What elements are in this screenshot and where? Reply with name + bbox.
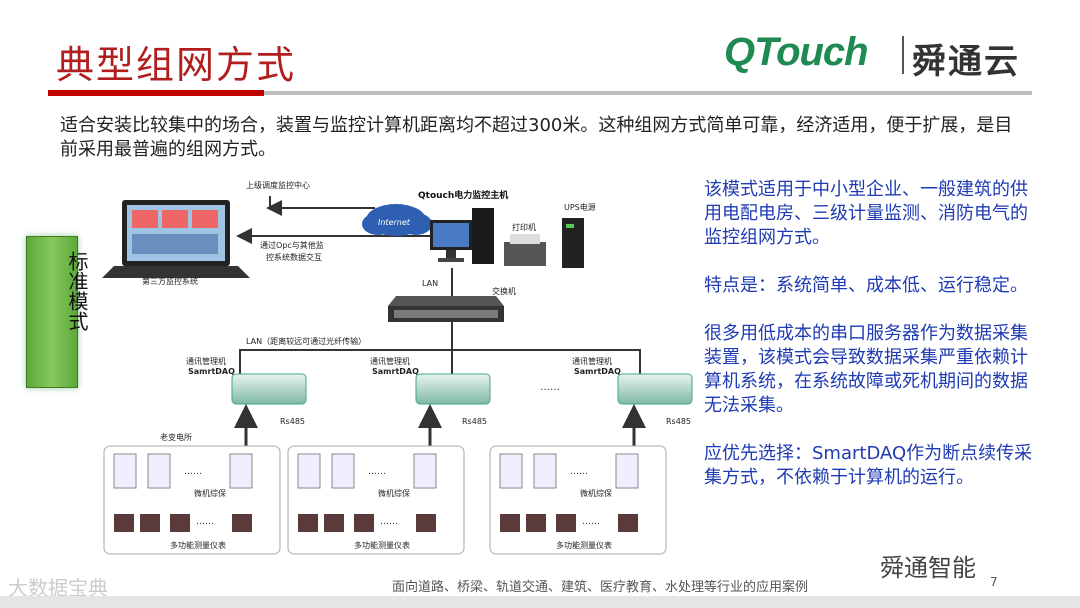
internet-cloud-icon [362,204,432,236]
ellipsis-text: …… [184,467,202,477]
comm-manager-2: 通讯管理机 SamrtDAQ [370,356,491,405]
meter-device-icon [354,514,374,532]
comm-manager-label: 通讯管理机 [572,356,612,366]
network-diagram: 第三方监控系统 上级调度监控中心 通过Opc与其他监 控系统数据交互 Inter… [102,180,693,555]
brand-logo: QTouch 舜通云 [724,30,1044,82]
rs485-label: Rs485 [666,417,691,426]
meter-device-icon [324,514,344,532]
substation-label: 老变电所 [160,432,192,442]
substation-group-3: …… 微机综保 …… 多功能测量仪表 [489,445,667,555]
meter-device-icon [416,514,436,532]
relay-label: 微机综保 [378,488,410,498]
ellipsis-text: …… [380,517,398,527]
logo-brand-en: QTouch [724,30,869,74]
meter-device-icon [114,514,134,532]
meter-device-icon [556,514,576,532]
opc-label-1: 通过Opc与其他监 [260,240,324,250]
ellipsis-text: …… [540,382,560,393]
description-paragraph-3: 很多用低成本的串口服务器作为数据采集装置，该模式会导致数据采集严重依赖计算机系统… [704,323,1028,416]
comm-manager-model: SamrtDAQ [188,367,235,376]
description-paragraph-2: 特点是：系统简单、成本低、运行稳定。 [704,275,1028,296]
monitoring-host-icon [430,208,494,264]
meter-device-icon [500,514,520,532]
ellipsis-text: …… [196,517,214,527]
lan-fiber-label: LAN（距离较远可通过光纤传输） [246,336,366,346]
description-paragraph-4: 应优先选择：SmartDAQ作为断点续传采集方式，不依赖于计算机的运行。 [704,443,1033,488]
substation-group-2: …… 微机综保 …… 多功能测量仪表 [287,445,465,555]
comm-manager-model: SamrtDAQ [372,367,419,376]
relay-device-icon [297,453,321,489]
intro-text: 适合安装比较集中的场合，装置与监控计算机距离均不超过300米。这种组网方式简单可… [60,115,1013,160]
opc-label-2: 控系统数据交互 [266,252,322,262]
logo-brand-cn: 舜通云 [912,42,1020,82]
meter-device-icon [232,514,252,532]
smartdaq-device-icon [415,373,491,405]
ellipsis-text: …… [582,517,600,527]
meter-label: 多功能测量仪表 [170,540,226,550]
relay-device-icon [533,453,557,489]
lan-top-label: LAN [422,279,438,288]
internet-label: Internet [378,218,411,227]
relay-device-icon [147,453,171,489]
comm-manager-label: 通讯管理机 [370,356,410,366]
comm-manager-label: 通讯管理机 [186,356,226,366]
smartdaq-device-icon [617,373,693,405]
logo-divider [902,36,904,74]
meter-device-icon [526,514,546,532]
rs485-label: Rs485 [462,417,487,426]
network-switch-icon [388,296,504,322]
substation-group-1: …… 微机综保 …… 多功能测量仪表 [103,445,281,555]
meter-device-icon [170,514,190,532]
title-underline [264,91,1032,95]
title-underline-accent [48,90,264,96]
meter-device-icon [618,514,638,532]
bottom-bar [0,596,1080,608]
relay-device-icon [413,453,437,489]
ellipsis-text: …… [368,467,386,477]
mode-tag-label: 标准模式 [65,251,89,331]
relay-label: 微机综保 [580,488,612,498]
rs485-label: Rs485 [280,417,305,426]
slide-title: 典型组网方式 [56,43,297,87]
main-host-label: Qtouch电力监控主机 [418,189,508,201]
ellipsis-text: …… [570,467,588,477]
meter-label: 多功能测量仪表 [556,540,612,550]
relay-label: 微机综保 [194,488,226,498]
relay-device-icon [499,453,523,489]
upper-center-label: 上级调度监控中心 [246,180,310,190]
switch-label: 交换机 [492,286,516,296]
comm-manager-1: 通讯管理机 SamrtDAQ [186,356,307,405]
meter-device-icon [298,514,318,532]
comm-manager-3: 通讯管理机 SamrtDAQ [572,356,693,405]
meter-device-icon [140,514,160,532]
third-party-label: 第三方监控系统 [142,276,198,286]
description-panel: 该模式适用于中小型企业、一般建筑的供用电配电房、三级计量监测、消防电气的监控组网… [704,178,1044,514]
relay-device-icon [331,453,355,489]
description-paragraph-1: 该模式适用于中小型企业、一般建筑的供用电配电房、三级计量监测、消防电气的监控组网… [704,179,1028,248]
relay-device-icon [113,453,137,489]
mode-tag: 标准模式 [26,236,89,388]
relay-device-icon [229,453,253,489]
ups-label: UPS电源 [564,202,596,212]
printer-label: 打印机 [512,222,536,232]
wechat-watermark: 舜通智能 [880,554,976,582]
smartdaq-device-icon [231,373,307,405]
meter-label: 多功能测量仪表 [354,540,410,550]
printer-icon [504,234,546,266]
ups-icon [562,218,584,268]
footer-caption: 面向道路、桥梁、轨道交通、建筑、医疗教育、水处理等行业的应用案例 [392,580,809,595]
laptop-icon [102,200,250,278]
page-number: 7 [990,575,998,589]
comm-manager-model: SamrtDAQ [574,367,621,376]
relay-device-icon [615,453,639,489]
